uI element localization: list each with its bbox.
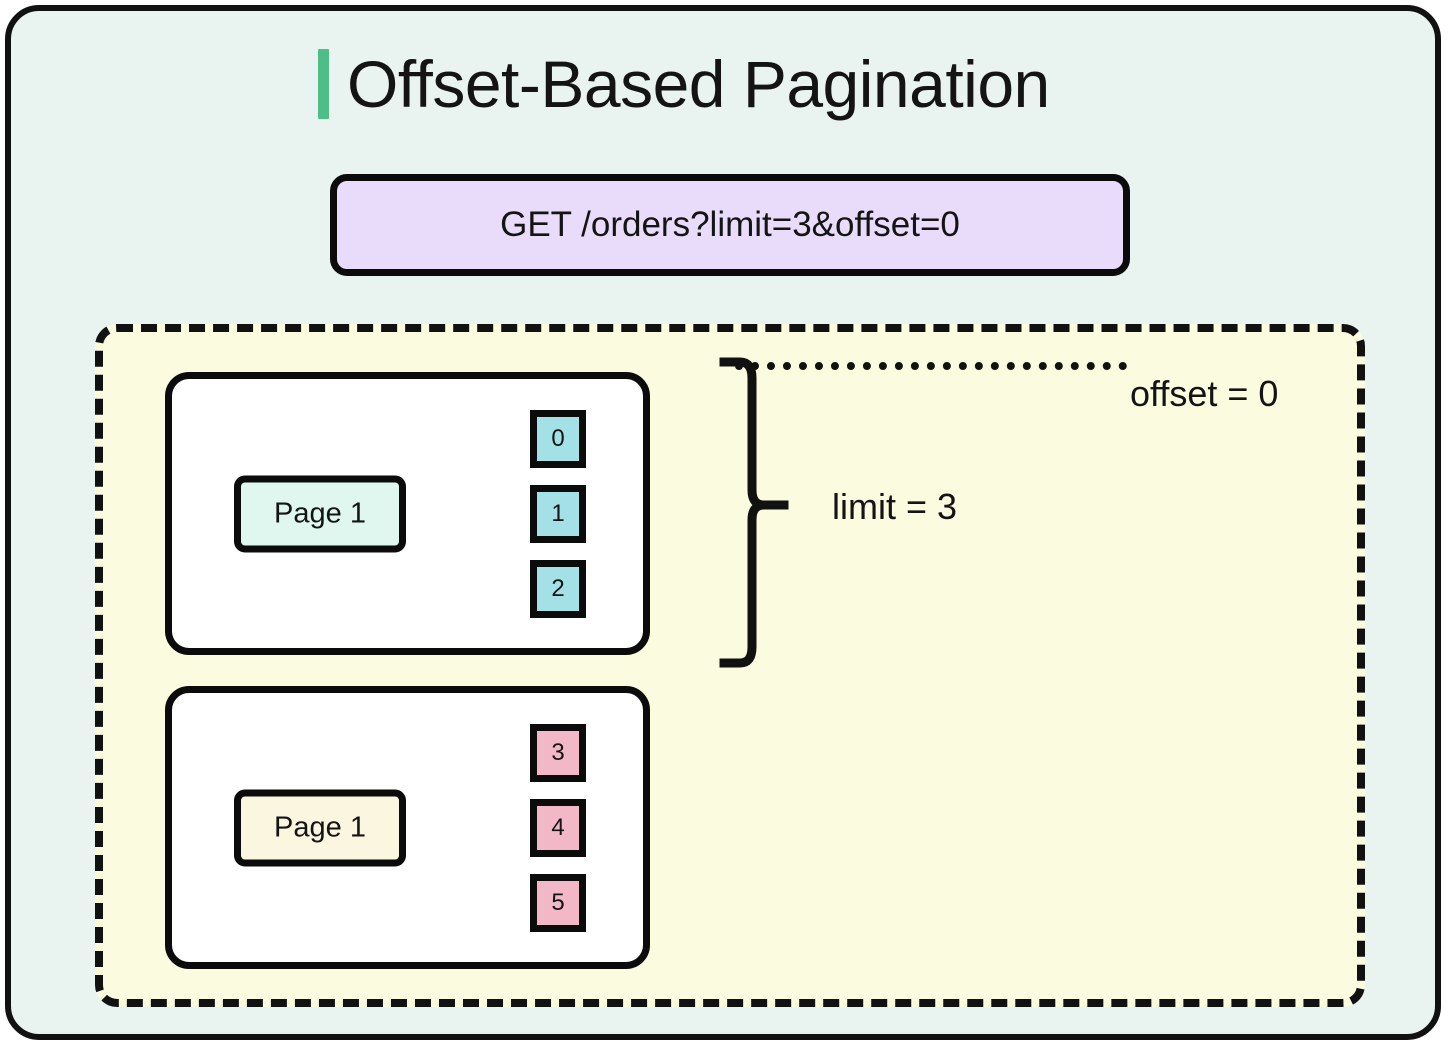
page-card-2-items: 3 4 5 xyxy=(530,723,586,932)
item-chip: 1 xyxy=(530,484,586,543)
page-card-2[interactable]: Page 1 3 4 5 xyxy=(165,686,650,969)
offset-dotted-line xyxy=(735,362,1127,370)
item-chip: 5 xyxy=(530,873,586,932)
offset-annotation-label: offset = 0 xyxy=(1130,373,1279,414)
page-card-2-label: Page 1 xyxy=(234,789,406,866)
limit-annotation-label: limit = 3 xyxy=(832,486,958,527)
item-chip: 2 xyxy=(530,559,586,618)
page-card-1-items: 0 1 2 xyxy=(530,409,586,618)
page-title: Offset-Based Pagination xyxy=(318,38,1050,130)
request-url-text: GET /orders?limit=3&offset=0 xyxy=(500,205,960,244)
item-chip: 3 xyxy=(530,723,586,782)
item-chip: 4 xyxy=(530,798,586,857)
limit-curly-brace-icon xyxy=(719,357,789,668)
page-card-1-label: Page 1 xyxy=(234,475,406,552)
title-accent-bar xyxy=(318,49,329,119)
request-url-box[interactable]: GET /orders?limit=3&offset=0 xyxy=(330,174,1130,276)
page-title-text: Offset-Based Pagination xyxy=(347,47,1050,121)
item-chip: 0 xyxy=(530,409,586,468)
page-card-1[interactable]: Page 1 0 1 2 xyxy=(165,372,650,655)
